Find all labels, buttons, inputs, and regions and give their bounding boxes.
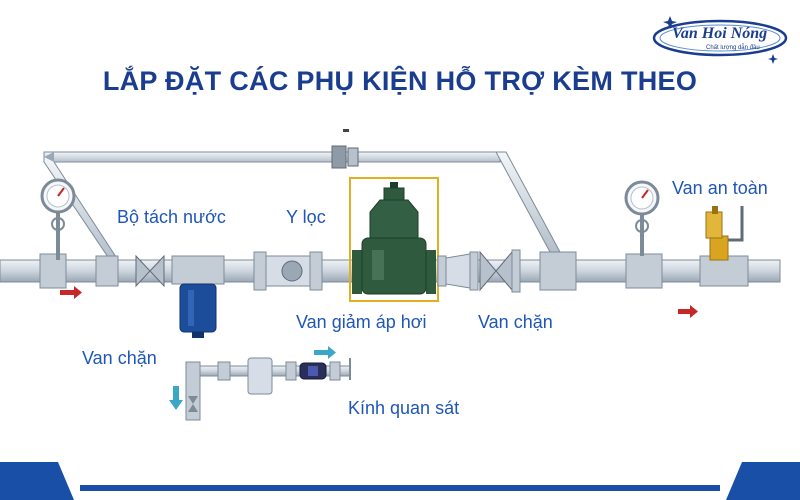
- label-water-separator: Bộ tách nước: [117, 207, 226, 227]
- logo-swoosh: [652, 16, 788, 64]
- label-safety-valve: Van an toàn: [672, 178, 768, 198]
- highlight-box: [349, 177, 439, 302]
- page-title: LẮP ĐẶT CÁC PHỤ KIỆN HỖ TRỢ KÈM THEO: [102, 66, 698, 96]
- pressure-gauge-icon: [624, 180, 660, 256]
- bypass-line: [43, 129, 561, 261]
- safety-valve: [705, 206, 744, 261]
- logo-brand: Van Hoi Nóng: [672, 25, 768, 42]
- trap-body: [247, 357, 273, 395]
- logo: Van Hoi Nóng Chất lượng dẫn đầu: [650, 12, 792, 68]
- drain-arrow-icon: [169, 386, 183, 410]
- stop-valve-right-icon: [437, 249, 521, 293]
- corner-decoration: [0, 462, 74, 500]
- water-separator: [171, 255, 225, 338]
- footer-bar: [80, 485, 720, 491]
- corner-decoration: [726, 462, 800, 500]
- pressure-gauge-icon: [40, 178, 76, 260]
- logo-tagline: Chất lượng dẫn đầu: [706, 45, 760, 51]
- bypass-valve: [331, 145, 347, 169]
- label-pressure-reducing-valve: Van giảm áp hơi: [296, 312, 427, 332]
- star-icon: [663, 16, 677, 29]
- label-stop-valve-left: Van chặn: [82, 348, 157, 368]
- label-stop-valve-right: Van chặn: [478, 312, 553, 332]
- flow-arrow-icon: [678, 305, 698, 318]
- flow-arrow-icon: [60, 286, 82, 299]
- label-sight-glass: Kính quan sát: [348, 398, 460, 418]
- pressure-reducing-valve: [349, 177, 439, 302]
- label-y-strainer: Y lọc: [286, 207, 326, 227]
- star-icon: [768, 54, 778, 64]
- stop-valve-icon: [135, 254, 165, 288]
- flow-arrow-icon: [314, 346, 336, 359]
- y-strainer: [253, 251, 323, 291]
- sight-glass-assembly: [185, 357, 351, 421]
